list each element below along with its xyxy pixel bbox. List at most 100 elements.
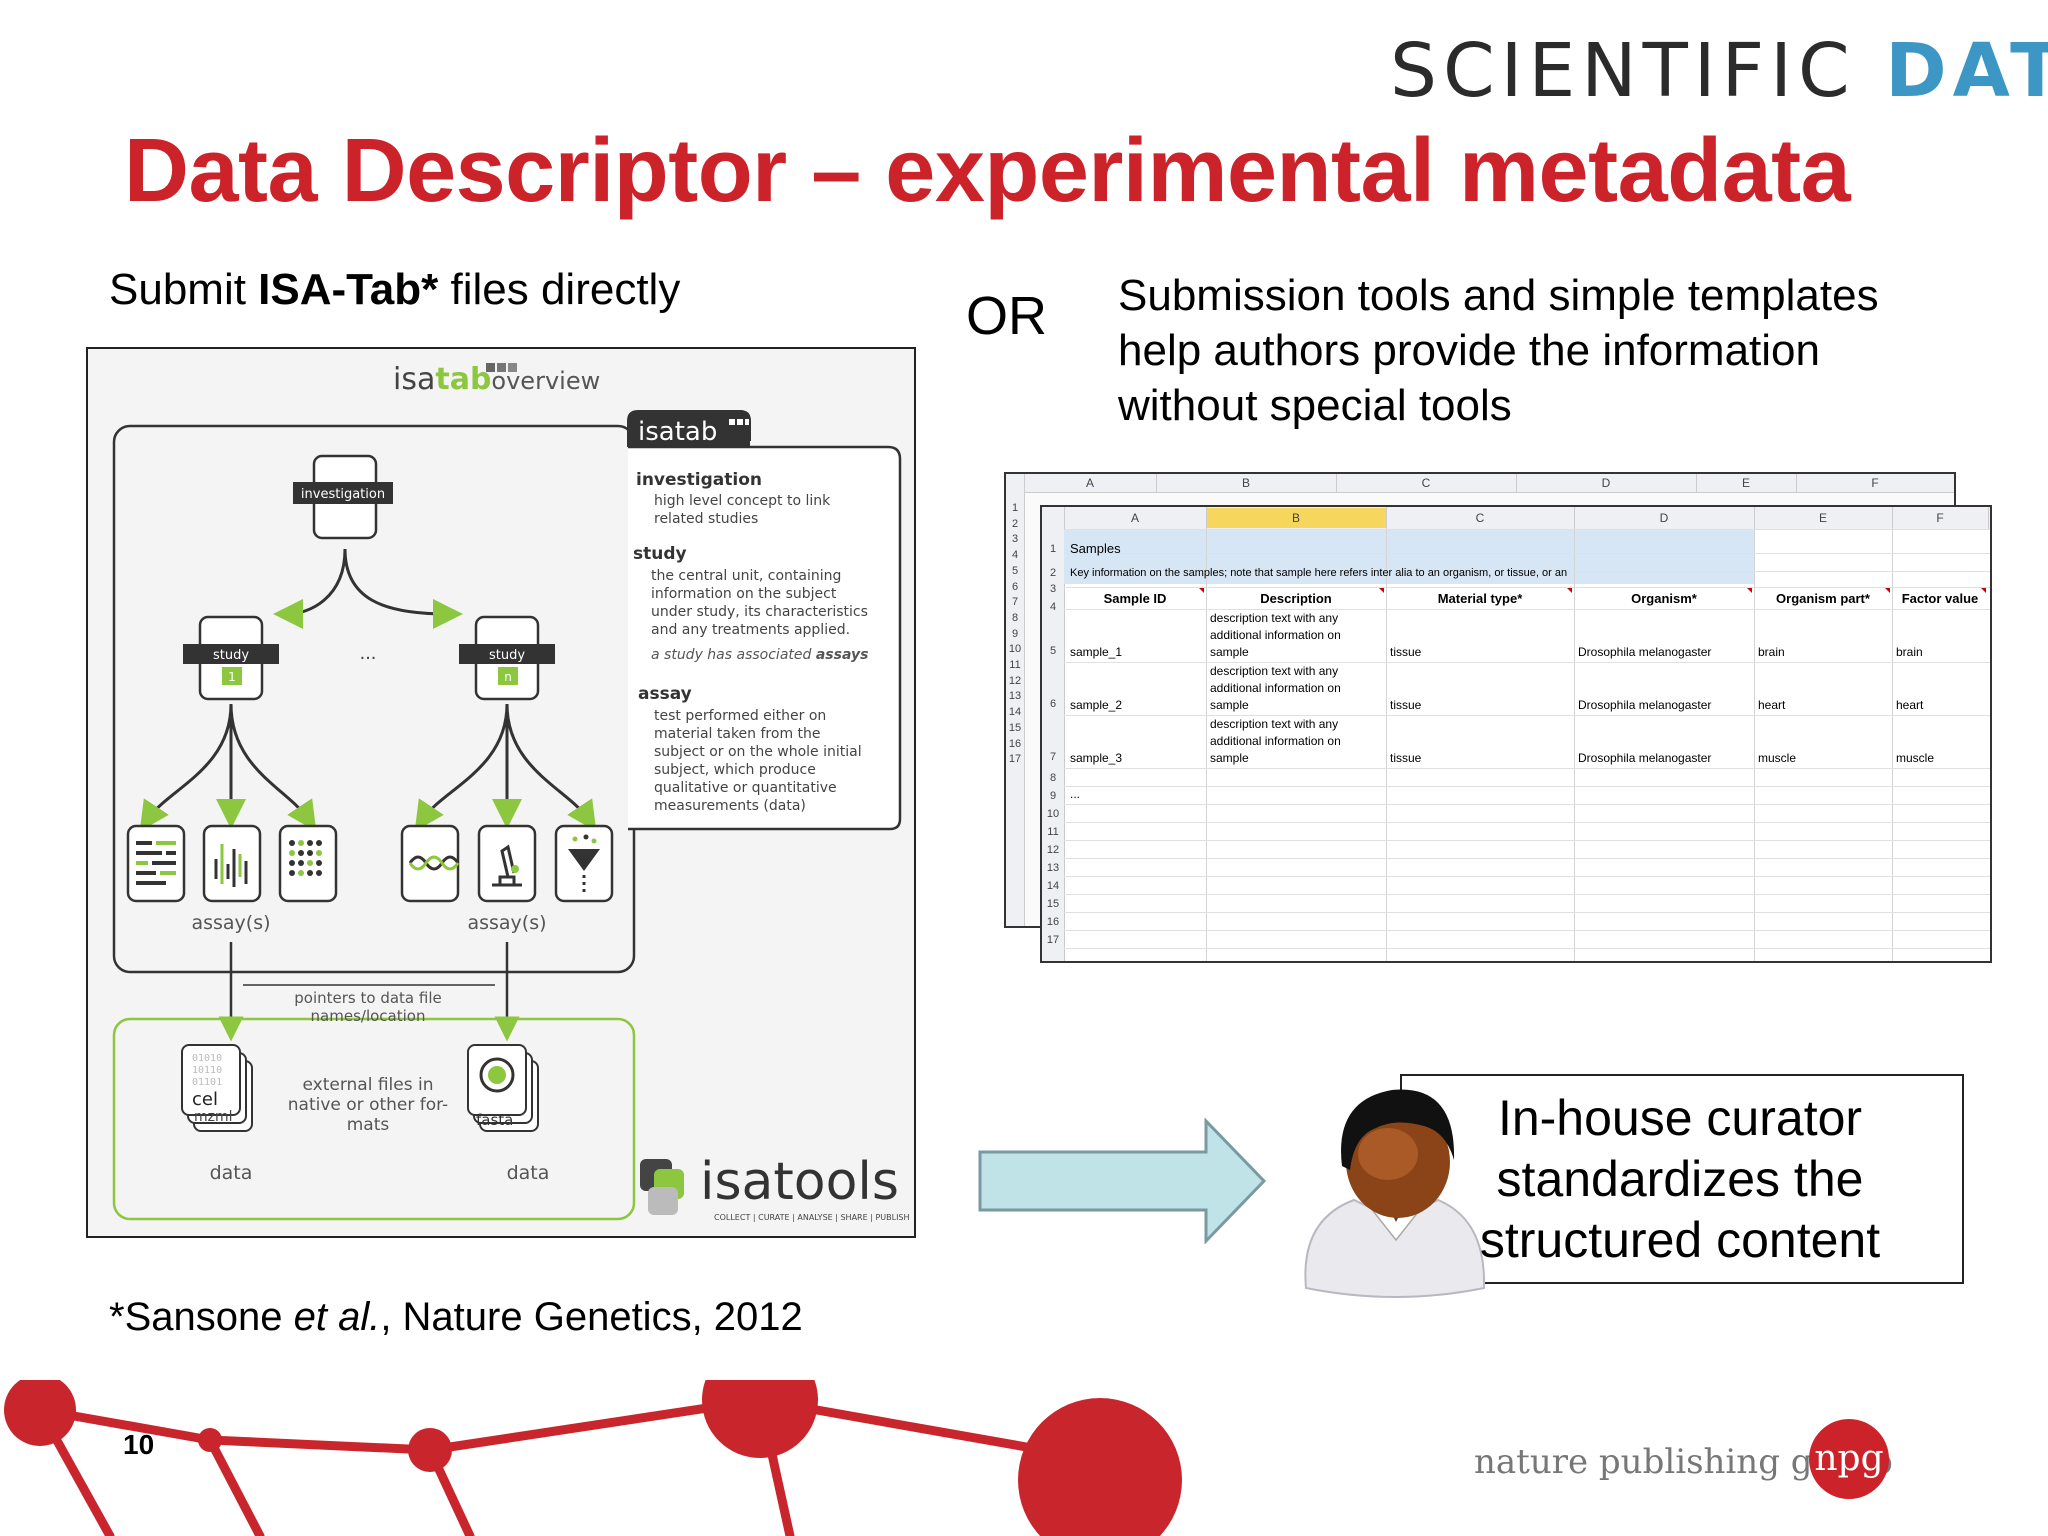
svg-text:mzml: mzml bbox=[194, 1109, 233, 1125]
scientific-data-logo: SCIENTIFIC DATA bbox=[1390, 28, 2048, 114]
grid-line bbox=[1064, 609, 1990, 610]
svg-text:study: study bbox=[633, 544, 687, 564]
comment-marker bbox=[1199, 588, 1204, 593]
isatab-overview-diagram: isataboverview investigation study 1 ...… bbox=[86, 347, 916, 1238]
column-header: B bbox=[1156, 474, 1337, 492]
factor-value: heart bbox=[1896, 698, 1924, 712]
row-number: 1 bbox=[1049, 543, 1057, 555]
material-type: tissue bbox=[1390, 645, 1422, 659]
assay-icons-right bbox=[400, 824, 614, 903]
description: additional information on bbox=[1210, 628, 1341, 642]
svg-text:mats: mats bbox=[347, 1115, 390, 1135]
column-title: Factor value bbox=[1901, 591, 1979, 606]
page-number: 10 bbox=[123, 1429, 155, 1460]
row-number: 2 bbox=[1049, 567, 1057, 579]
svg-text:information on the subject: information on the subject bbox=[651, 586, 837, 602]
row-number: 13 bbox=[1046, 862, 1060, 874]
svg-text:qualitative or quantitative: qualitative or quantitative bbox=[654, 780, 837, 796]
svg-text:names/location: names/location bbox=[311, 1007, 426, 1025]
description: additional information on bbox=[1210, 734, 1341, 748]
grid-line bbox=[1064, 768, 1990, 769]
row-number: 12 bbox=[1046, 844, 1060, 856]
pointers-label: pointers to data file bbox=[294, 989, 441, 1007]
material-type: tissue bbox=[1390, 698, 1422, 712]
grid-line bbox=[1064, 894, 1990, 895]
svg-text:subject, which produce: subject, which produce bbox=[654, 762, 816, 778]
description: sample bbox=[1210, 698, 1249, 712]
key-info-text: Key information on the samples; note tha… bbox=[1070, 567, 1568, 579]
or-label: OR bbox=[966, 286, 1047, 346]
row-number: 6 bbox=[1011, 580, 1019, 593]
grid-line bbox=[1064, 822, 1990, 823]
column-header: C bbox=[1386, 507, 1575, 529]
comment-marker bbox=[1747, 588, 1752, 593]
samples-label: Samples bbox=[1070, 541, 1121, 556]
row-number: 15 bbox=[1008, 721, 1022, 734]
column-header: A bbox=[1024, 474, 1157, 492]
curator-person-icon bbox=[1304, 1089, 1486, 1298]
fasta-file-label: fasta bbox=[476, 1111, 513, 1129]
column-title: Organism part* bbox=[1776, 591, 1870, 606]
column-title: Material type* bbox=[1437, 591, 1523, 606]
studies-ellipsis: ... bbox=[360, 642, 377, 664]
row-number: 4 bbox=[1011, 549, 1019, 562]
description: description text with any bbox=[1210, 717, 1339, 731]
grid-line bbox=[1064, 858, 1990, 859]
row-number: 9 bbox=[1011, 627, 1019, 640]
row-number: 17 bbox=[1008, 753, 1022, 766]
column-header: B bbox=[1206, 507, 1387, 529]
citation: *Sansone et al., Nature Genetics, 2012 bbox=[109, 1295, 803, 1339]
grid-line bbox=[1064, 587, 1990, 588]
investigation-label: investigation bbox=[301, 487, 385, 502]
grid-line bbox=[1754, 529, 1755, 961]
data-files-left: 01010 10110 01101 cel mzml bbox=[181, 1044, 253, 1132]
svg-text:measurements (data): measurements (data) bbox=[654, 798, 806, 814]
npg-logo: npg bbox=[1809, 1419, 1889, 1499]
organism-part: heart bbox=[1758, 698, 1786, 712]
row-number: 11 bbox=[1009, 659, 1021, 671]
description: sample bbox=[1210, 645, 1249, 659]
row-number: 8 bbox=[1011, 611, 1019, 624]
svg-text:a study has associated assays: a study has associated assays bbox=[651, 647, 868, 663]
svg-text:isatools: isatools bbox=[700, 1152, 899, 1212]
description: sample bbox=[1210, 751, 1249, 765]
column-header: F bbox=[1796, 474, 1954, 492]
sample-id: sample_1 bbox=[1070, 645, 1123, 659]
sample-id: sample_3 bbox=[1070, 751, 1123, 765]
data-right-label: data bbox=[507, 1162, 550, 1184]
grid-line bbox=[1064, 786, 1990, 787]
page-title: Data Descriptor – experimental metadata bbox=[124, 121, 1851, 221]
column-header: C bbox=[1336, 474, 1517, 492]
assays-left-label: assay(s) bbox=[191, 912, 270, 934]
column-header: F bbox=[1892, 507, 1989, 529]
row-number: 8 bbox=[1049, 772, 1057, 784]
row-number: 15 bbox=[1046, 898, 1060, 910]
grid-line bbox=[1064, 912, 1990, 913]
svg-text:material taken from the: material taken from the bbox=[654, 726, 821, 742]
organism-part: brain bbox=[1758, 645, 1785, 659]
column-title: Organism* bbox=[1631, 591, 1697, 606]
grid-line bbox=[1064, 948, 1990, 949]
row-number: 17 bbox=[1046, 934, 1060, 946]
column-header: E bbox=[1696, 474, 1797, 492]
grid-line bbox=[1064, 529, 1990, 530]
svg-text:COLLECT | CURATE | ANALYSE | S: COLLECT | CURATE | ANALYSE | SHARE | PUB… bbox=[714, 1213, 910, 1222]
grid-line bbox=[1064, 715, 1990, 716]
row-number: 14 bbox=[1046, 880, 1060, 892]
svg-text:and any treatments applied.: and any treatments applied. bbox=[651, 622, 850, 638]
grid-line bbox=[1206, 529, 1207, 961]
grid-line bbox=[1064, 930, 1990, 931]
data-files-right: fasta bbox=[467, 1044, 539, 1132]
column-header: A bbox=[1064, 507, 1207, 529]
description: description text with any bbox=[1210, 611, 1339, 625]
svg-text:1: 1 bbox=[228, 670, 236, 684]
isatab-overview-logo: isataboverview bbox=[393, 362, 600, 397]
svg-text:native or other for-: native or other for- bbox=[288, 1095, 448, 1115]
row-number: 10 bbox=[1046, 808, 1060, 820]
svg-text:related studies: related studies bbox=[654, 511, 758, 527]
curator-box bbox=[1400, 1074, 1964, 1284]
grid-line bbox=[1064, 876, 1990, 877]
svg-text:the central unit, containing: the central unit, containing bbox=[651, 568, 841, 584]
molecule-decoration bbox=[4, 1380, 1182, 1536]
